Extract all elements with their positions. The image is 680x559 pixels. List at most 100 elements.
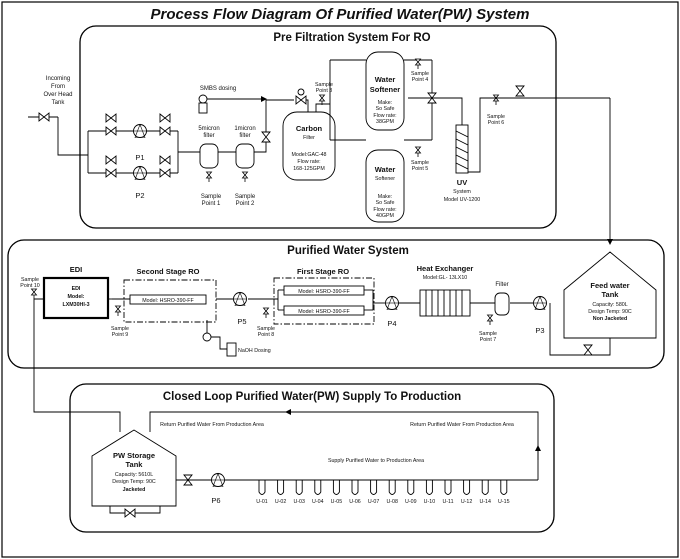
p2-outlet-valve[interactable]	[159, 168, 171, 178]
sample-point-1-valve[interactable]	[206, 171, 212, 183]
sample-point-8-valve[interactable]	[263, 307, 269, 319]
user-point-u-14[interactable]: U-14	[479, 480, 491, 505]
svg-text:So Safe: So Safe	[376, 200, 395, 206]
naoh-tank	[226, 342, 237, 357]
svg-text:Flow rate:: Flow rate:	[297, 159, 320, 165]
sample-point-4-valve[interactable]	[415, 58, 421, 70]
inlet-valve[interactable]	[38, 112, 50, 122]
sample-point-7-valve[interactable]	[487, 314, 493, 326]
user-point-label: U-05	[331, 499, 343, 505]
p1-top-valve-2[interactable]	[159, 113, 171, 123]
svg-text:Model:GL- 13LX10: Model:GL- 13LX10	[423, 275, 468, 281]
user-point-u-07[interactable]: U-07	[368, 480, 380, 505]
svg-text:168-125GPM: 168-125GPM	[293, 166, 325, 172]
user-point-u-06[interactable]: U-06	[349, 480, 361, 505]
pump-p5[interactable]	[233, 292, 247, 306]
carbon-inlet-valve[interactable]	[261, 131, 271, 143]
return-label-right: Return Purified Water From Production Ar…	[410, 422, 514, 428]
user-point-u-09[interactable]: U-09	[405, 480, 417, 505]
user-point-u-02[interactable]: U-02	[275, 480, 287, 505]
svg-text:Flow rate:: Flow rate:	[373, 207, 396, 213]
closed-loop-panel	[69, 383, 555, 533]
closed-loop-title: Closed Loop Purified Water(PW) Supply To…	[163, 391, 461, 403]
user-point-label: U-04	[312, 499, 324, 505]
edi-unit	[42, 276, 110, 320]
uv-system	[455, 124, 469, 174]
svg-text:Point 4: Point 4	[412, 77, 429, 83]
p2-inlet-valve[interactable]	[105, 168, 117, 178]
svg-text:Jacketed: Jacketed	[123, 487, 146, 493]
user-point-u-05[interactable]: U-05	[331, 480, 343, 505]
user-point-u-10[interactable]: U-10	[424, 480, 436, 505]
pump-p3[interactable]	[533, 296, 547, 310]
p1-top-valve[interactable]	[105, 113, 117, 123]
pre-filtration-title: Pre Filtration System For RO	[273, 32, 430, 44]
svg-text:Model:: Model:	[67, 294, 84, 300]
naoh-dosing-pump[interactable]	[202, 332, 212, 342]
edi-title: EDI	[70, 265, 83, 274]
carbon-gauge	[297, 88, 305, 96]
filter1-label: 1micron	[234, 126, 255, 132]
purified-water-panel	[7, 239, 665, 369]
softener2-label: Water	[375, 165, 396, 174]
filter5-label: 5micron	[198, 126, 219, 132]
sample-point-5-valve[interactable]	[415, 146, 421, 158]
first-stage-ro-boundary	[273, 277, 375, 325]
feed-tank-outlet-valve[interactable]	[583, 344, 593, 356]
smbs-pump[interactable]	[198, 94, 208, 104]
user-point-label: U-14	[479, 499, 491, 505]
svg-text:Point 9: Point 9	[112, 332, 129, 338]
feed-water-tank	[563, 251, 657, 339]
first-stage-ro-membrane-2	[283, 305, 365, 316]
first-stage-ro-label: First Stage RO	[297, 267, 349, 276]
p2-top-valve[interactable]	[105, 155, 117, 165]
sample-point-2-valve[interactable]	[242, 171, 248, 183]
svg-text:Tank: Tank	[52, 100, 66, 106]
svg-text:Point 2: Point 2	[236, 201, 255, 207]
user-point-u-08[interactable]: U-08	[386, 480, 398, 505]
p5-label: P5	[237, 317, 246, 326]
pump-p6[interactable]	[211, 473, 225, 487]
user-point-u-15[interactable]: U-15	[498, 480, 510, 505]
user-point-u-11[interactable]: U-11	[442, 480, 454, 505]
outlet-valve[interactable]	[515, 85, 525, 97]
softener1-label: Water	[375, 75, 396, 84]
sample-point-6-valve[interactable]	[493, 94, 499, 106]
svg-text:Point 7: Point 7	[480, 337, 497, 343]
pre-filtration-panel	[79, 25, 557, 229]
sample-point-10-valve[interactable]	[31, 288, 37, 300]
p1-outlet-valve[interactable]	[159, 126, 171, 136]
first-stage-ro-membrane-1	[283, 285, 365, 296]
carbon-top-valve[interactable]	[295, 95, 307, 105]
pump-p2[interactable]	[133, 166, 147, 180]
second-stage-ro-boundary	[123, 279, 217, 323]
filter-label: Filter	[495, 282, 508, 288]
storage-drain-valve[interactable]	[124, 508, 136, 518]
sample-point-3-valve[interactable]	[319, 94, 325, 106]
user-point-label: U-12	[461, 499, 473, 505]
feed-tank-label: Feed water	[590, 281, 629, 290]
sample-point-9-valve[interactable]	[115, 305, 121, 317]
user-point-u-04[interactable]: U-04	[312, 480, 324, 505]
user-point-u-01[interactable]: U-01	[256, 480, 268, 505]
svg-text:Non Jacketed: Non Jacketed	[593, 316, 627, 322]
p2-top-valve-2[interactable]	[159, 155, 171, 165]
user-point-label: U-06	[349, 499, 361, 505]
svg-text:Capacity: 580L: Capacity: 580L	[592, 302, 627, 308]
smbs-label: SMBS dosing	[200, 86, 236, 92]
svg-text:Point 3: Point 3	[316, 88, 333, 94]
pump-p4[interactable]	[385, 296, 399, 310]
svg-text:EDI: EDI	[72, 286, 81, 292]
user-point-u-03[interactable]: U-03	[293, 480, 305, 505]
sp8-label: Sample	[257, 326, 275, 332]
user-point-label: U-10	[424, 499, 436, 505]
sp9-label: Sample	[111, 326, 129, 332]
uv-label: UV	[457, 178, 467, 187]
svg-text:Point 10: Point 10	[20, 283, 39, 289]
user-point-label: U-01	[256, 499, 268, 505]
svg-text:Design Temp: 90C: Design Temp: 90C	[112, 479, 156, 485]
p1-inlet-valve[interactable]	[105, 126, 117, 136]
pump-p1[interactable]	[133, 124, 147, 138]
user-point-u-12[interactable]: U-12	[461, 480, 473, 505]
